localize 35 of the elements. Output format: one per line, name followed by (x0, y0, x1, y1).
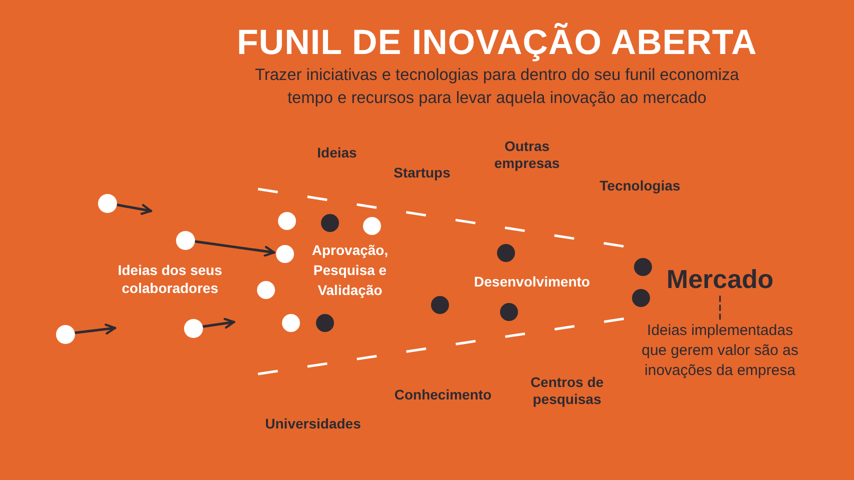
note-text: Ideias implementadas que gerem valor são as inovações da empresa (637, 321, 803, 381)
dot-icon (276, 245, 294, 263)
source-label: Universidades (265, 415, 361, 433)
dot-icon (98, 194, 116, 212)
dot-icon (56, 324, 74, 344)
market-heading: Mercado (666, 262, 774, 296)
source-label: Centros de pesquisas (529, 374, 605, 408)
dot-icon (634, 258, 652, 276)
dot-icon (431, 296, 449, 314)
source-label: Ideias (317, 144, 357, 162)
dot-icon (278, 212, 296, 230)
source-label: Startups (394, 164, 450, 182)
arrow (194, 240, 276, 257)
dot-icon (632, 289, 650, 307)
stage-label: Desenvolvimento (474, 273, 590, 291)
subtitle: Trazer iniciativas e tecnologias para dentro do seu funil economiza tempo e recursos para levar aquela inovação ao mercado (254, 65, 740, 109)
source-label: Conhecimento (394, 386, 492, 404)
dot-icon (282, 314, 300, 332)
dot-icon (363, 217, 381, 235)
dot-icon (316, 314, 334, 332)
title: FUNIL DE INOVAÇÃO ABERTA (236, 22, 758, 64)
dot-icon (497, 244, 515, 262)
arrow (116, 204, 152, 215)
source-label: Outras empresas (493, 138, 561, 172)
source-label: Tecnologias (600, 177, 680, 195)
arrow (74, 324, 116, 334)
leader-line (719, 296, 721, 320)
stage-label: Aprovação, Pesquisa e Validação (310, 241, 390, 300)
dot-icon (176, 230, 194, 250)
source-label: Ideias dos seus colaboradores (116, 261, 224, 297)
dot-icon (257, 281, 275, 299)
dot-icon (321, 214, 339, 232)
dot-icon (184, 318, 202, 338)
arrow (202, 318, 236, 329)
dot-icon (500, 303, 518, 321)
